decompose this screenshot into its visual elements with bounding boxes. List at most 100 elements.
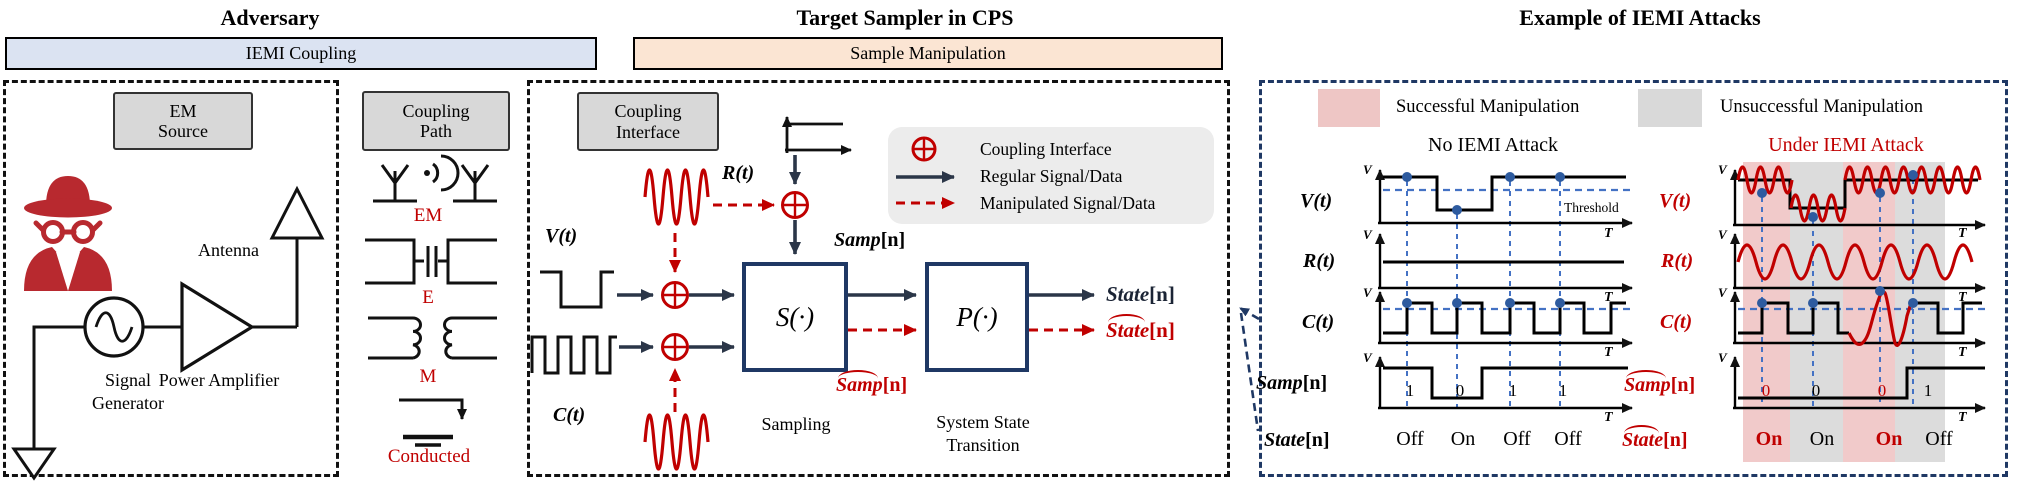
fail-band xyxy=(1790,162,1843,462)
em-source-label: EM Source xyxy=(158,100,208,141)
state-value-manipulated: On xyxy=(1875,428,1903,450)
em-source-circuit xyxy=(11,185,325,481)
power-amplifier-icon xyxy=(180,281,256,373)
c-wave xyxy=(1383,301,1626,335)
row-label-v: V(t) xyxy=(1300,190,1333,212)
sample-digit: 1 xyxy=(1508,381,1518,400)
sample-manipulation-banner-label: Sample Manipulation xyxy=(850,43,1006,63)
state-value: On xyxy=(1450,428,1476,450)
sine-burst-bottom xyxy=(643,413,710,471)
adversary-panel xyxy=(3,80,339,477)
sampling-caption: Sampling xyxy=(761,414,831,434)
samp-hat-output-label: Samp[n] xyxy=(836,370,908,397)
fail-swatch xyxy=(1638,89,1702,127)
sample-dots xyxy=(1402,170,1918,308)
c-wave xyxy=(1738,301,1849,335)
state-hat-base: State xyxy=(1106,314,1150,342)
antenna-label: Antenna xyxy=(198,240,259,260)
r-signal-label: R(t) xyxy=(722,162,755,184)
transition-block-label: P(·) xyxy=(956,301,998,332)
manipulation-bands xyxy=(1743,162,1945,462)
row-label-r: R(t) xyxy=(1303,250,1336,272)
coupling-path-icons xyxy=(365,154,497,447)
target-sampler-title: Target Sampler in CPS xyxy=(796,5,1014,30)
axis-t-label: T xyxy=(1604,410,1613,425)
state-hat-suffix: [n] xyxy=(1149,318,1175,342)
samp-wave xyxy=(1738,366,1985,400)
axis-t-label: T xyxy=(1958,290,1967,305)
conducted-coupling-icon xyxy=(399,398,467,447)
state-value: Off xyxy=(1554,428,1582,450)
state-base: State xyxy=(1264,429,1306,451)
state-value-manipulated: On xyxy=(1755,428,1783,450)
iemi-coupling-banner: IEMI Coupling xyxy=(5,37,597,70)
success-band xyxy=(1743,162,1790,462)
state-base: State xyxy=(1106,282,1150,306)
samp-wave xyxy=(1383,366,1628,400)
state-suffix: [n] xyxy=(1305,429,1330,451)
antenna-icon xyxy=(269,185,325,240)
axis-v-label: V xyxy=(1718,162,1727,177)
axis-v-label: V xyxy=(1363,227,1372,242)
sample-digit: 1 xyxy=(1923,381,1933,400)
coupling-interface-label: Coupling Interface xyxy=(614,101,682,142)
sample-digit: 1 xyxy=(1405,381,1415,400)
legend-coupling-interface: Coupling Interface xyxy=(980,139,1112,159)
no-attack-title: No IEMI Attack xyxy=(1428,134,1558,156)
em-radiation-icon xyxy=(373,154,497,203)
axis-t-label: T xyxy=(1604,345,1613,360)
samp-suffix: [n] xyxy=(1302,372,1328,394)
samp-output-label: Samp[n] xyxy=(834,229,905,252)
legend-regular: Regular Signal/Data xyxy=(980,166,1123,186)
axis-v-label: V xyxy=(1718,227,1727,242)
success-band xyxy=(1843,162,1895,462)
sampling-block: S(·) xyxy=(742,262,848,372)
state-hat-base: State xyxy=(1622,425,1664,451)
iemi-coupling-banner-label: IEMI Coupling xyxy=(245,43,357,63)
zoom-connector xyxy=(1239,306,1260,432)
capacitive-coupling-icon xyxy=(365,238,497,285)
under-attack-title: Under IEMI Attack xyxy=(1768,134,1924,156)
samp-hat-suffix: [n] xyxy=(1670,374,1696,396)
axis-v-label: V xyxy=(1363,162,1372,177)
axis-t-label: T xyxy=(1604,226,1613,241)
interference-sine-bursts xyxy=(643,168,710,471)
success-legend-label: Successful Manipulation xyxy=(1396,97,1580,117)
e-label: E xyxy=(422,287,434,308)
threshold-lines xyxy=(1383,188,1985,311)
state-value: Off xyxy=(1503,428,1531,450)
reference-axes-glyph xyxy=(782,116,852,155)
samp-hat-suffix: [n] xyxy=(882,374,908,396)
legend-oplus-icon xyxy=(911,136,937,162)
inductive-coupling-icon xyxy=(368,316,497,360)
regular-arrows xyxy=(617,155,1095,353)
axis-v-label: V xyxy=(1718,350,1727,365)
state-hat-suffix: [n] xyxy=(1663,429,1688,451)
samp-suffix: [n] xyxy=(880,229,906,251)
power-amplifier-label: Power Amplifier xyxy=(158,370,280,390)
fail-legend-label: Unsuccessful Manipulation xyxy=(1720,97,1923,117)
state-value: Off xyxy=(1396,428,1424,450)
coupling-path-label: Coupling Path xyxy=(402,100,470,141)
row-label-state-hat: State[n] xyxy=(1622,425,1688,452)
axis-v-label: V xyxy=(1363,350,1372,365)
c-signal-label: C(t) xyxy=(553,404,586,426)
coupling-interface-symbols xyxy=(661,136,937,361)
input-waveforms xyxy=(530,270,617,375)
row-label-r-attack: R(t) xyxy=(1661,250,1694,272)
ground-symbol xyxy=(11,447,57,481)
example-panel xyxy=(1259,80,2008,477)
threshold-label: Threshold xyxy=(1564,200,1619,215)
axis-v-label: V xyxy=(1718,285,1727,300)
legend-manipulated: Manipulated Signal/Data xyxy=(980,193,1156,213)
sample-digit: 1 xyxy=(1558,381,1568,400)
c-t-waveform xyxy=(530,335,617,375)
sample-digit: 0 xyxy=(1455,381,1465,400)
v-ripple xyxy=(1736,165,1794,195)
row-label-v-attack: V(t) xyxy=(1659,190,1692,212)
sampler-panel xyxy=(527,80,1230,477)
coupling-interface-box: Coupling Interface xyxy=(577,92,719,151)
row-label-state: State[n] xyxy=(1264,429,1330,452)
samp-base: Samp xyxy=(834,229,881,251)
